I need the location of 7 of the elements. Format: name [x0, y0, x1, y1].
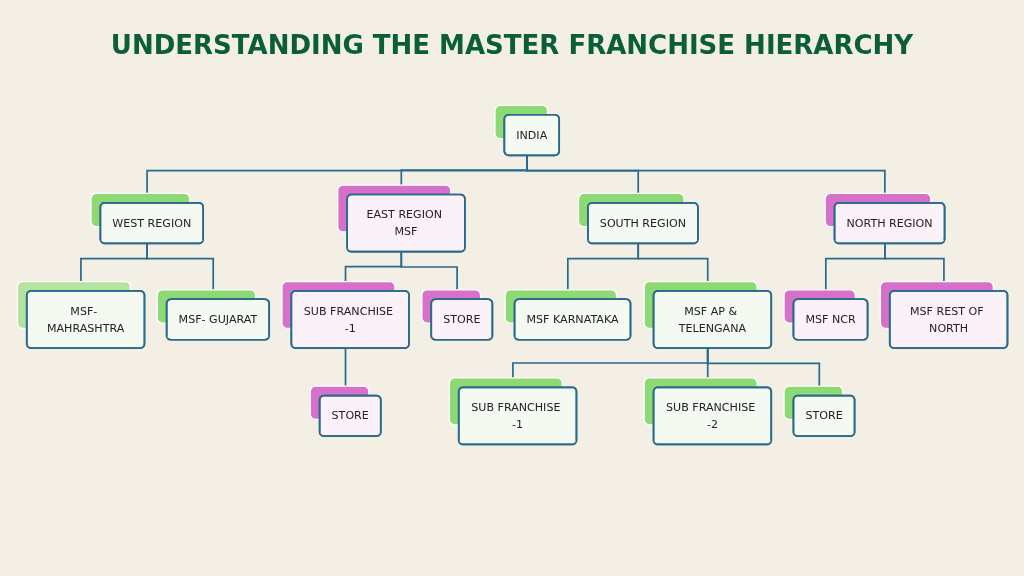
connector-line	[637, 242, 709, 283]
connector-line	[344, 347, 347, 388]
connector-line	[884, 242, 945, 283]
connector-line	[400, 250, 458, 291]
connector-line	[146, 242, 215, 291]
connector-line	[706, 347, 821, 388]
title: UNDERSTANDING THE MASTER FRANCHISE HIERARCHY	[110, 30, 914, 60]
